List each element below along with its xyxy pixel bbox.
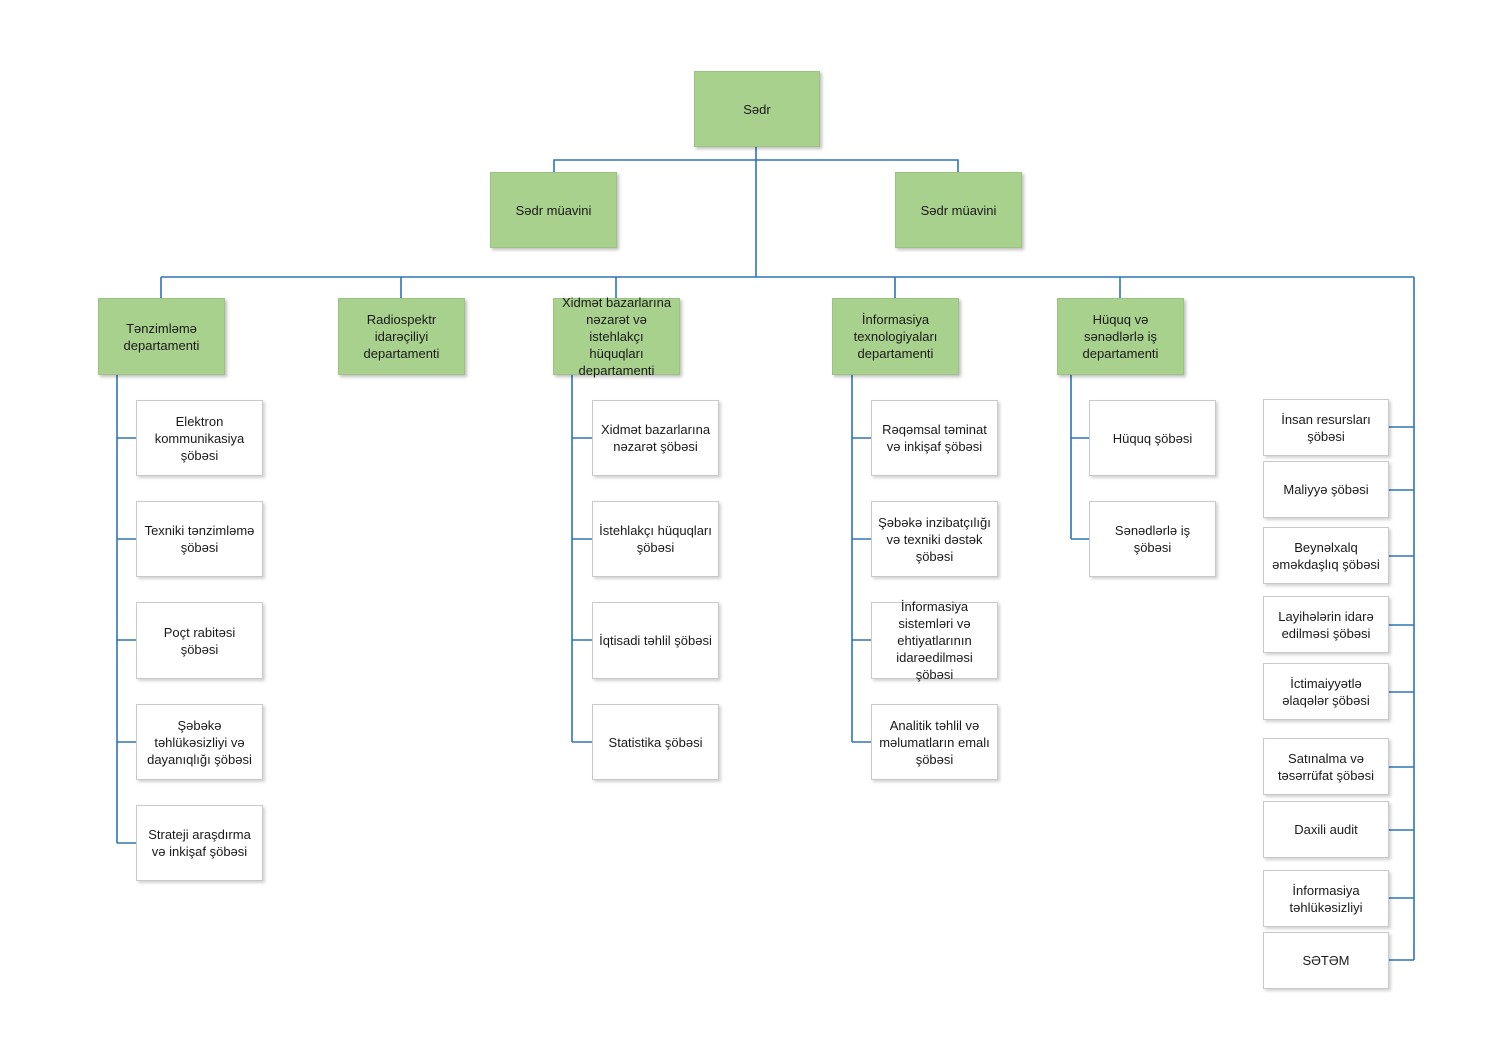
section-label: Analitik təhlil və məlumatların emalı şö… [879, 717, 990, 767]
independent-unit-box: Beynəlxalq əməkdaşlıq şöbəsi [1263, 527, 1389, 584]
department-label: Radiospektr idarəçiliyi departamenti [363, 312, 440, 361]
section-label: Şəbəkə təhlükəsizliyi və dayanıqlığı şöb… [147, 717, 252, 767]
section-box: Elektron kommunikasiya şöbəsi [136, 400, 263, 476]
section-box: Poçt rabitəsi şöbəsi [136, 602, 263, 679]
section-label: Sənədlərlə iş şöbəsi [1114, 523, 1191, 555]
department-label: Hüquq və sənədlərlə iş departamenti [1082, 312, 1159, 361]
section-box: Analitik təhlil və məlumatların emalı şö… [871, 704, 998, 780]
independent-unit-box: Satınalma və təsərrüfat şöbəsi [1263, 738, 1389, 795]
independent-unit-label: Satınalma və təsərrüfat şöbəsi [1277, 750, 1375, 783]
deputy-label-1: Sədr müavini [515, 202, 592, 218]
section-box: Hüquq şöbəsi [1089, 400, 1216, 476]
independent-unit-label: İnsan resursları şöbəsi [1281, 411, 1371, 444]
independent-unit-box: Maliyyə şöbəsi [1263, 461, 1389, 518]
section-label: Statistika şöbəsi [608, 734, 703, 750]
department-box-it: İnformasiya texnologiyaları departamenti [832, 298, 959, 375]
connector-col4 [851, 375, 871, 743]
chairman-label: Sədr [743, 101, 771, 117]
section-label: Hüquq şöbəsi [1112, 430, 1193, 446]
section-label: İqtisadi təhlil şöbəsi [599, 633, 712, 648]
independent-unit-label: Beynəlxalq əməkdaşlıq şöbəsi [1272, 539, 1380, 572]
section-box: Sənədlərlə iş şöbəsi [1089, 501, 1216, 577]
section-label: İstehlakçı hüquqları şöbəsi [599, 523, 712, 555]
department-box-radiospectrum: Radiospektr idarəçiliyi departamenti [338, 298, 465, 375]
independent-unit-label: İctimaiyyətlə əlaqələr şöbəsi [1282, 675, 1370, 708]
department-label: İnformasiya texnologiyaları departamenti [853, 312, 938, 361]
section-label: Elektron kommunikasiya şöbəsi [154, 413, 245, 463]
independent-unit-box: Daxili audit [1263, 801, 1389, 858]
connector-col3 [571, 375, 592, 743]
independent-unit-label: SƏTƏM [1302, 953, 1350, 968]
section-box: Strateji araşdırma və inkişaf şöbəsi [136, 805, 263, 881]
independent-unit-box: İnsan resursları şöbəsi [1263, 399, 1389, 456]
section-box: Xidmət bazarlarına nəzarət şöbəsi [592, 400, 719, 476]
department-box-legal: Hüquq və sənədlərlə iş departamenti [1057, 298, 1184, 375]
independent-unit-label: Maliyyə şöbəsi [1283, 482, 1369, 497]
independent-unit-box: SƏTƏM [1263, 932, 1389, 989]
section-label: Poçt rabitəsi şöbəsi [163, 624, 236, 657]
independent-unit-box: İctimaiyyətlə əlaqələr şöbəsi [1263, 663, 1389, 720]
section-box: Şəbəkə inzibatçılığı və texniki dəstək ş… [871, 501, 998, 577]
section-box: İstehlakçı hüquqları şöbəsi [592, 501, 719, 577]
deputy-box-2: Sədr müavini [895, 172, 1022, 248]
deputy-box-1: Sədr müavini [490, 172, 617, 248]
connector-col5 [1070, 375, 1089, 540]
chairman-box: Sədr [694, 71, 820, 147]
department-box-regulation: Tənzimləmə departamenti [98, 298, 225, 375]
independent-unit-label: Daxili audit [1294, 822, 1358, 837]
independent-unit-box: İnformasiya təhlükəsizliyi [1263, 870, 1389, 927]
section-label: Xidmət bazarlarına nəzarət şöbəsi [600, 422, 711, 454]
independent-unit-label: Layihələrin idarə edilməsi şöbəsi [1278, 608, 1374, 641]
independent-unit-box: Layihələrin idarə edilməsi şöbəsi [1263, 596, 1389, 653]
deputy-label-2: Sədr müavini [920, 202, 997, 218]
connector-col1 [116, 375, 136, 844]
section-label: Strateji araşdırma və inkişaf şöbəsi [148, 827, 251, 859]
section-box: İnformasiya sistemləri və ehtiyatlarının… [871, 599, 998, 682]
section-label: İnformasiya sistemləri və ehtiyatlarının… [896, 599, 973, 682]
section-label: Şəbəkə inzibatçılığı və texniki dəstək ş… [878, 514, 991, 564]
connector-department-bus [160, 276, 1414, 298]
section-box: Rəqəmsal təminat və inkişaf şöbəsi [871, 400, 998, 476]
section-label: Texniki tənzimləmə şöbəsi [144, 523, 255, 555]
department-box-market-consumer: Xidmət bazarlarına nəzarət və istehlakçı… [553, 295, 680, 378]
section-box: İqtisadi təhlil şöbəsi [592, 602, 719, 679]
department-label: Tənzimləmə departamenti [123, 320, 200, 353]
independent-unit-label: İnformasiya təhlükəsizliyi [1289, 882, 1363, 915]
section-label: Rəqəmsal təminat və inkişaf şöbəsi [882, 422, 987, 454]
section-box: Şəbəkə təhlükəsizliyi və dayanıqlığı şöb… [136, 704, 263, 780]
section-box: Texniki tənzimləmə şöbəsi [136, 501, 263, 577]
connector-independent-bus [1389, 277, 1415, 961]
section-box: Statistika şöbəsi [592, 704, 719, 780]
department-label: Xidmət bazarlarına nəzarət və istehlakçı… [561, 295, 672, 378]
